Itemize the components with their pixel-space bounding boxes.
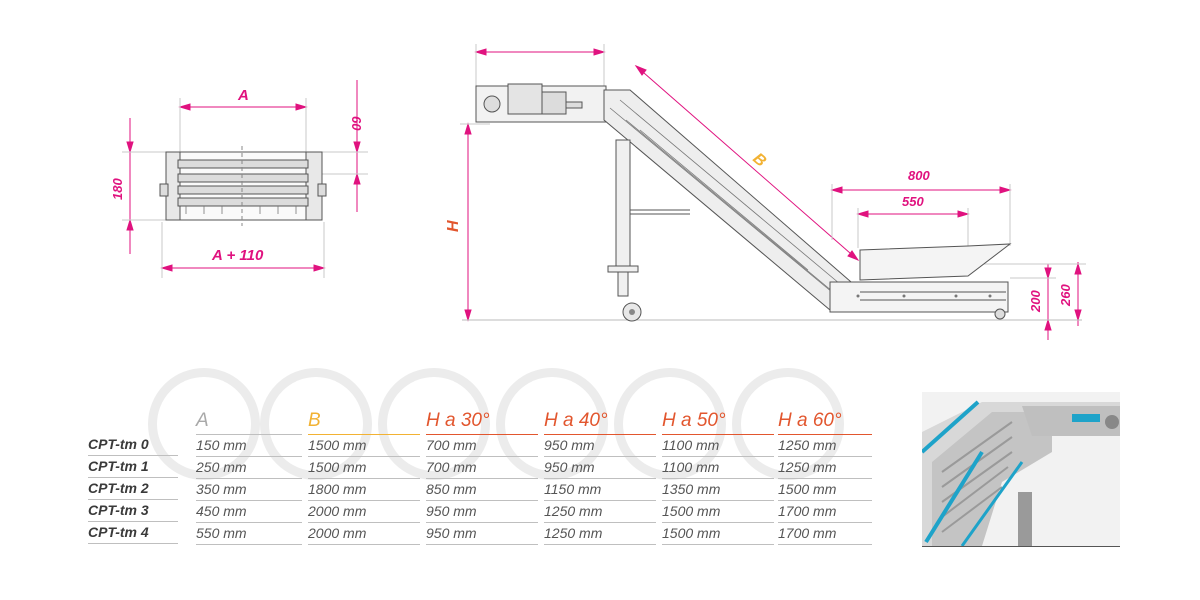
decor-ring — [148, 368, 260, 480]
cell: 450 mm — [196, 501, 302, 523]
cell: 1250 mm — [778, 457, 872, 479]
cell: 1100 mm — [662, 435, 774, 457]
cell: 2000 mm — [308, 501, 420, 523]
decor-ring — [260, 368, 372, 480]
column-header-h40: H a 40° — [544, 408, 656, 435]
decor-ring — [732, 368, 844, 480]
model-name: CPT-tm 1 — [88, 456, 178, 478]
dim-550-label: 550 — [902, 194, 924, 209]
decor-ring — [496, 368, 608, 480]
cell: 250 mm — [196, 457, 302, 479]
dim-a-label: A — [237, 87, 249, 104]
model-name: CPT-tm 2 — [88, 478, 178, 500]
cell: 1500 mm — [778, 479, 872, 501]
column-b: B 1500 mm 1500 mm 1800 mm 2000 mm 2000 m… — [308, 408, 420, 545]
cell: 1500 mm — [662, 523, 774, 545]
cell: 1500 mm — [308, 435, 420, 457]
cell: 1250 mm — [544, 523, 656, 545]
side-view-drawing: H B 800 550 200 260 — [445, 44, 1086, 340]
cell: 1250 mm — [544, 501, 656, 523]
dim-h-label: H — [445, 220, 462, 232]
cell: 1700 mm — [778, 501, 872, 523]
model-column: CPT-tm 0 CPT-tm 1 CPT-tm 2 CPT-tm 3 CPT-… — [88, 408, 178, 544]
model-name: CPT-tm 3 — [88, 500, 178, 522]
cell: 700 mm — [426, 457, 538, 479]
cell: 1800 mm — [308, 479, 420, 501]
cell: 1500 mm — [662, 501, 774, 523]
cell: 550 mm — [196, 523, 302, 545]
model-name: CPT-tm 0 — [88, 434, 178, 456]
cell: 950 mm — [426, 501, 538, 523]
cell: 850 mm — [426, 479, 538, 501]
cell: 1250 mm — [778, 435, 872, 457]
column-h30: H a 30° 700 mm 700 mm 850 mm 950 mm 950 … — [426, 408, 538, 545]
cell: 1100 mm — [662, 457, 774, 479]
column-h60: H a 60° 1250 mm 1250 mm 1500 mm 1700 mm … — [778, 408, 872, 545]
front-view-drawing: A A + 110 180 60 — [110, 80, 368, 278]
dim-60-label: 60 — [349, 116, 364, 131]
column-h40: H a 40° 950 mm 950 mm 1150 mm 1250 mm 12… — [544, 408, 656, 545]
column-header-b: B — [308, 408, 420, 435]
cell: 1150 mm — [544, 479, 656, 501]
cell: 700 mm — [426, 435, 538, 457]
cell: 1700 mm — [778, 523, 872, 545]
decor-ring — [378, 368, 490, 480]
dim-200-label: 200 — [1028, 290, 1043, 313]
column-a: A 150 mm 250 mm 350 mm 450 mm 550 mm — [196, 408, 302, 545]
cell: 950 mm — [544, 457, 656, 479]
cell: 1350 mm — [662, 479, 774, 501]
column-header-h30: H a 30° — [426, 408, 538, 435]
dim-800-label: 800 — [908, 168, 930, 183]
column-header-h50: H a 50° — [662, 408, 774, 435]
dim-a-plus-label: A + 110 — [211, 247, 264, 264]
dim-260-label: 260 — [1058, 284, 1073, 307]
column-h50: H a 50° 1100 mm 1100 mm 1350 mm 1500 mm … — [662, 408, 774, 545]
spec-table: CPT-tm 0 CPT-tm 1 CPT-tm 2 CPT-tm 3 CPT-… — [88, 368, 888, 548]
model-name: CPT-tm 4 — [88, 522, 178, 544]
column-header-a: A — [196, 408, 302, 435]
decor-ring — [614, 368, 726, 480]
cell: 950 mm — [426, 523, 538, 545]
cell: 950 mm — [544, 435, 656, 457]
dim-180-label: 180 — [110, 178, 125, 200]
cell: 1500 mm — [308, 457, 420, 479]
cell: 150 mm — [196, 435, 302, 457]
cell: 350 mm — [196, 479, 302, 501]
column-header-h60: H a 60° — [778, 408, 872, 435]
cell: 2000 mm — [308, 523, 420, 545]
conveyor-photo — [922, 392, 1120, 547]
